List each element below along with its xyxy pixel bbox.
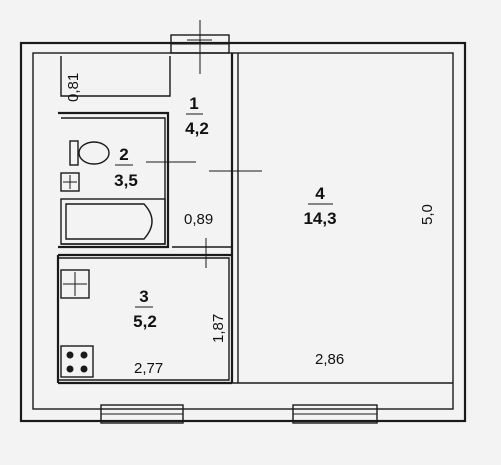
dim-kitchen-height: 1,87	[210, 314, 227, 343]
room-2-number: 2	[119, 145, 128, 164]
room-2-label: 2 3,5	[114, 145, 138, 190]
interior-walls	[56, 53, 453, 385]
room-1-number: 1	[189, 94, 198, 113]
bathtub-icon	[60, 198, 166, 245]
toilet-icon	[69, 140, 110, 166]
door-marks	[146, 20, 262, 268]
stove-icon	[60, 345, 94, 378]
dim-room-width: 2,86	[315, 351, 344, 368]
room-2-area: 3,5	[114, 171, 138, 190]
room-1-area: 4,2	[185, 119, 209, 138]
room-1-label: 1 4,2	[185, 94, 209, 138]
room-3-number: 3	[139, 287, 148, 306]
room-4-label: 4 14,3	[303, 184, 336, 228]
dim-corridor-width: 0,89	[184, 211, 213, 228]
window-bottom-left	[100, 404, 184, 424]
kitchen-sink-icon	[60, 269, 90, 299]
outer-walls	[19, 41, 467, 423]
room-4-area: 14,3	[303, 209, 336, 228]
dim-entry-width: 0,81	[65, 73, 82, 102]
dim-kitchen-width: 2,77	[134, 360, 163, 377]
room-4-number: 4	[315, 184, 325, 203]
room-3-area: 5,2	[133, 312, 157, 331]
sink-icon	[60, 172, 80, 192]
window-bottom-right	[292, 404, 378, 424]
dim-room-length: 5,0	[419, 204, 436, 225]
room-3-label: 3 5,2	[133, 287, 157, 331]
